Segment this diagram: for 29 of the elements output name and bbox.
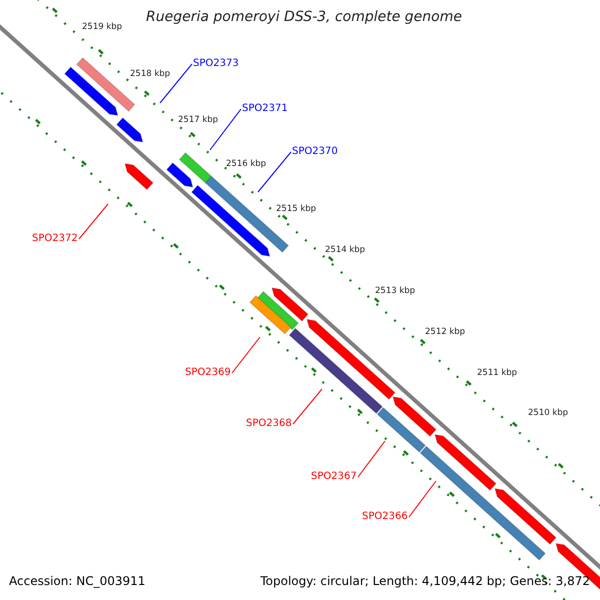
scale-label: 2514 kbp [325,246,366,254]
scale-label: 2517 kbp [178,116,218,124]
scale-label: 2511 kbp [477,369,518,378]
gene-label: SPO2371 [242,104,288,114]
scale-label: 2512 kbp [425,328,466,336]
gene-label: SPO2367 [311,472,357,482]
scale-label: 2519 kbp [82,23,122,32]
scale-label: 2513 kbp [375,287,416,296]
leader-line [210,108,242,150]
leader-line [232,336,260,374]
leader-line [358,440,386,478]
leader-line [78,204,108,240]
genome-stats: Topology: circular; Length: 4,109,442 bp; Genes: 3,872 [260,575,590,587]
scale-label: 2518 kbp [130,70,170,78]
gene-label: SPO2369 [185,368,231,378]
gene-label: SPO2373 [193,59,239,69]
leader-line [408,480,436,518]
gene-label: SPO2366 [362,512,408,522]
gene-label: SPO2368 [246,419,292,429]
gene-label: SPO2370 [292,147,338,157]
scale-label: 2510 kbp [528,409,568,418]
accession-label: Accession: NC_003911 [9,575,146,587]
leader-line [292,388,322,424]
leader-line [160,64,192,104]
leader-line [258,152,292,192]
gene-label: SPO2372 [32,234,78,244]
title: Ruegeria pomeroyi DSS-3, complete genome [146,10,462,24]
scale-label: 2516 kbp [226,160,266,168]
scale-label: 2515 kbp [276,205,316,214]
